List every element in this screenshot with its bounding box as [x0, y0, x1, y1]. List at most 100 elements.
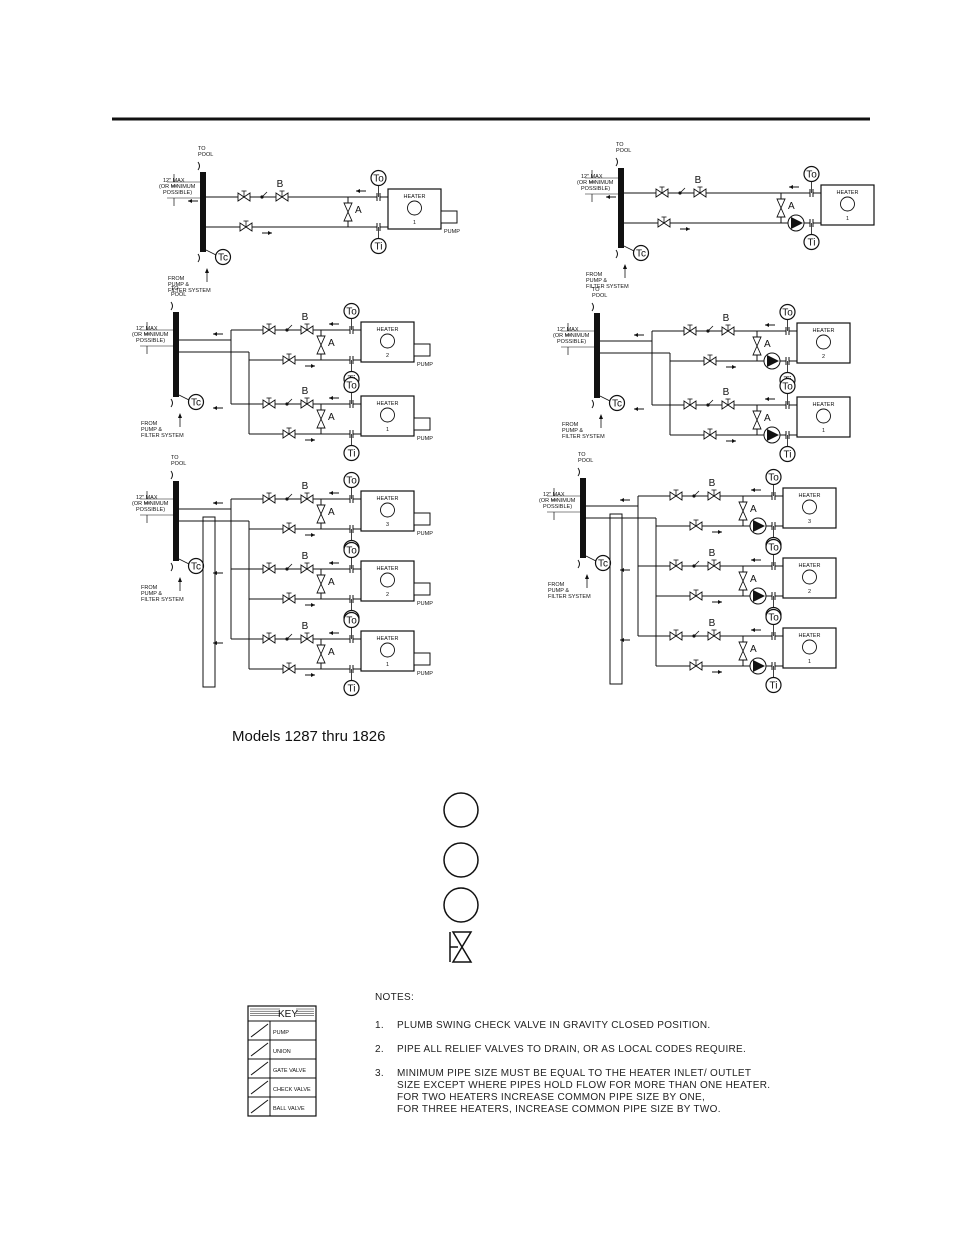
to-sensor-tag [803, 165, 820, 183]
relief-valve-icon [776, 198, 786, 218]
check-valve-flap [707, 325, 714, 332]
heater-gauge-icon [380, 502, 395, 518]
flow-arrow-head [329, 631, 333, 635]
heater-number: 2 [822, 354, 825, 360]
to-sensor-tag-label: To [782, 382, 793, 393]
from-pump-label: FROM [141, 585, 158, 591]
pump-stub [413, 652, 431, 666]
to-sensor-tag-label: To [346, 546, 357, 557]
pump-stub [413, 582, 431, 596]
flow-arrow-head [311, 533, 315, 537]
pump-icon-fill [753, 590, 765, 602]
flow-arrow-head [765, 323, 769, 327]
check-valve-flap [261, 191, 268, 198]
pump-icon-fill [791, 217, 803, 229]
flow-arrow-head [718, 600, 722, 604]
key-item-label: PUMP [273, 1030, 289, 1036]
sensor-stem [599, 395, 611, 402]
valve-a-label: A [750, 644, 757, 655]
pipe-break [615, 157, 618, 167]
relief-valve-icon [752, 410, 762, 430]
to-sensor-tag-label: To [782, 308, 793, 319]
to-sensor-tag-label: To [346, 381, 357, 392]
heater-label: HEATER [377, 636, 399, 642]
from-pump-label: FROM [141, 421, 158, 427]
valve-a-label: A [764, 413, 771, 424]
from-pump-label: PUMP & [586, 278, 607, 284]
valve-b-label: B [709, 618, 716, 629]
check-valve-flap [693, 490, 700, 497]
valve-a-label: A [750, 574, 757, 585]
pipe-break [170, 470, 173, 480]
check-valve-flap [679, 187, 686, 194]
to-sensor-tag-label: To [768, 613, 779, 624]
to-sensor-tag-label: To [768, 473, 779, 484]
flow-arrow-head [751, 628, 755, 632]
manifold-pipe [200, 172, 206, 252]
to-sensor-tag [765, 468, 782, 486]
valve-b-label: B [723, 313, 730, 324]
flow-arrow-head [765, 397, 769, 401]
key-symbol-icon [250, 1080, 269, 1095]
max-spacing-label: POSSIBLE) [581, 186, 610, 192]
heater-gauge-icon [380, 642, 395, 658]
heater-gauge-icon [802, 569, 817, 585]
legend-valve-icon [449, 932, 458, 962]
ti-sensor-tag [779, 445, 796, 463]
pump-stub [413, 512, 431, 526]
heater-number: 1 [846, 216, 849, 222]
from-pump-label: FILTER SYSTEM [141, 433, 184, 439]
heater-gauge-icon [840, 196, 855, 212]
heater-label: HEATER [377, 566, 399, 572]
heater-number: 2 [808, 589, 811, 595]
from-pump-label: PUMP & [562, 428, 583, 434]
check-valve-flap [707, 399, 714, 406]
relief-valve-icon [738, 571, 748, 591]
to-sensor-tag-label: To [346, 307, 357, 318]
to-sensor-tag [370, 169, 387, 187]
tc-sensor-tag [214, 248, 232, 266]
to-sensor-tag-label: To [806, 170, 817, 181]
from-pump-label: PUMP & [141, 591, 162, 597]
heater-label: HEATER [799, 563, 821, 569]
note-3-num: 3. [375, 1068, 384, 1079]
key-symbol-icon [250, 1023, 269, 1038]
heater-number: 2 [386, 353, 389, 359]
max-spacing-label: (OR MINIMUM [132, 501, 169, 507]
from-pump-label: PUMP & [548, 588, 569, 594]
pump-stub [440, 210, 458, 224]
valve-a-label: A [764, 339, 771, 350]
to-pool-label: TO [198, 146, 206, 152]
flow-arrow-head [329, 491, 333, 495]
tc-sensor-tag [608, 394, 626, 412]
from-pump-label: FROM [168, 276, 185, 282]
symbol-legend [443, 792, 479, 963]
sensor-stem [623, 245, 635, 252]
valve-a-label: A [355, 205, 362, 216]
key-symbol-icon [250, 1099, 269, 1114]
check-valve-flap [286, 398, 293, 405]
valve-b-label: B [723, 387, 730, 398]
max-spacing-label: (OR MINIMUM [553, 333, 590, 339]
flow-arrow-head [188, 199, 192, 203]
from-pump-label: FILTER SYSTEM [548, 594, 591, 600]
manifold-pipe [594, 313, 600, 398]
flow-arrow-head [718, 530, 722, 534]
relief-valve-icon [738, 501, 748, 521]
key-item-label: UNION [273, 1049, 291, 1055]
pump-label: PUMP [417, 601, 433, 607]
heater-number: 1 [808, 659, 811, 665]
heater-label: HEATER [404, 194, 426, 200]
flow-arrow-head [789, 185, 793, 189]
valve-b-label: B [302, 312, 309, 323]
tc-sensor-tag [187, 393, 205, 411]
flow-arrow-head [311, 673, 315, 677]
relief-valve-icon [316, 409, 326, 429]
valve-a-label: A [328, 412, 335, 423]
ti-sensor-tag-label: Ti [808, 238, 816, 249]
